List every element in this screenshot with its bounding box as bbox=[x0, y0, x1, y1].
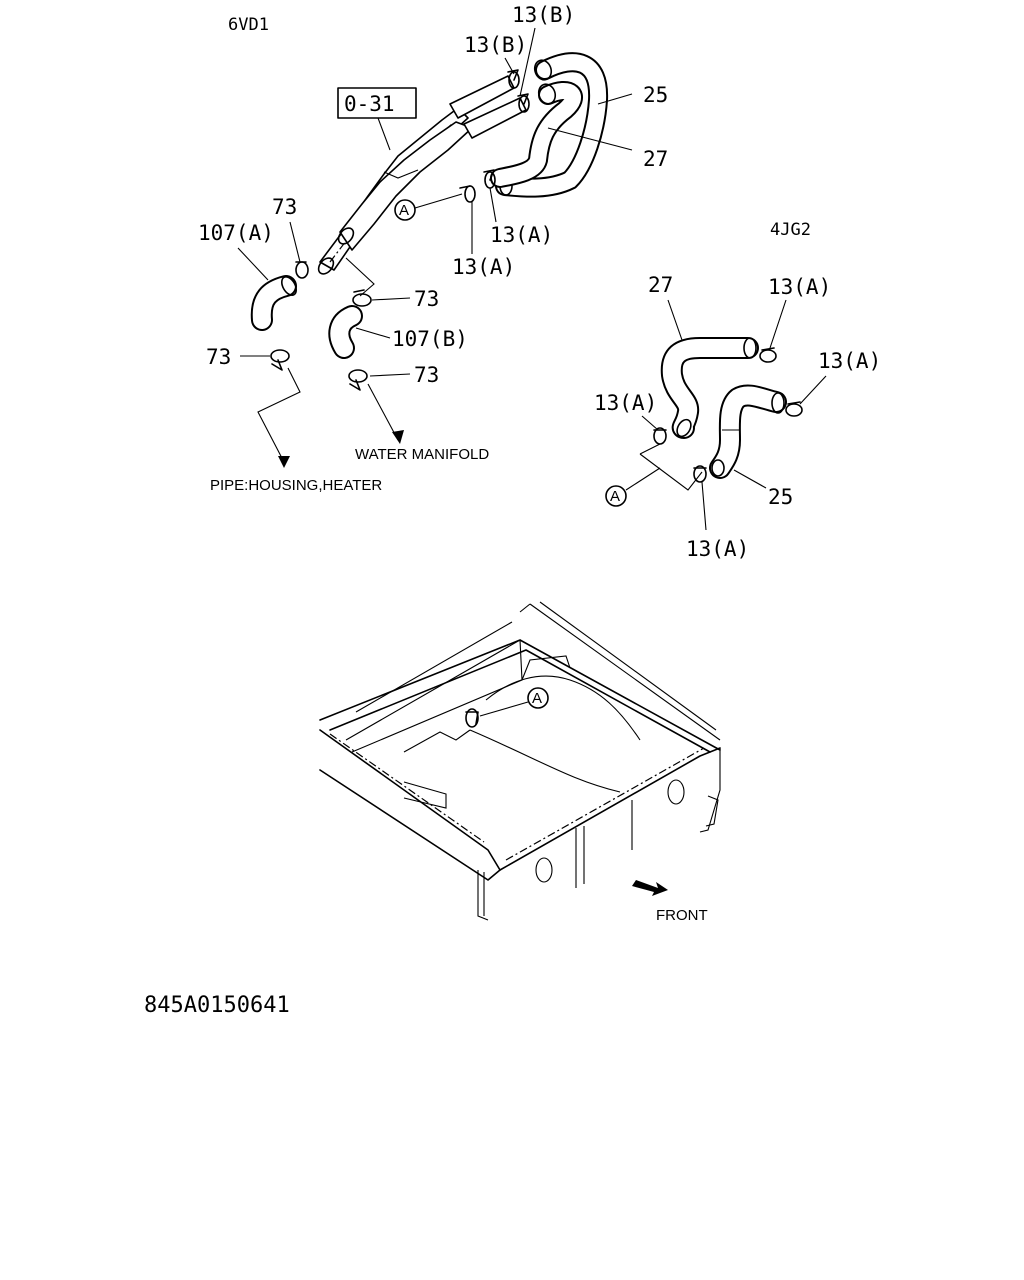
callout-a-circle-1 bbox=[394, 199, 416, 221]
label-73-b: 73 bbox=[414, 287, 439, 311]
leader-25 bbox=[597, 93, 633, 105]
clamp-73-a bbox=[295, 261, 309, 279]
callout-a-circle-2 bbox=[605, 485, 627, 507]
clamp-73-c bbox=[270, 349, 290, 371]
clamp-13b-upper bbox=[507, 69, 520, 89]
leader-13a-1 bbox=[489, 187, 497, 223]
label-73-a: 73 bbox=[272, 195, 297, 219]
clamp-r13a-1 bbox=[759, 347, 777, 363]
hose-25-4jg2 bbox=[709, 384, 787, 479]
leader-73-a bbox=[289, 221, 301, 263]
hose-107a bbox=[250, 275, 298, 331]
hose-27-4jg2 bbox=[660, 337, 759, 439]
callout-a-leader-2 bbox=[625, 467, 661, 491]
label-107a: 107(A) bbox=[198, 221, 274, 245]
callout-a-circle-3 bbox=[527, 687, 549, 709]
leader-r25 bbox=[733, 469, 767, 489]
leader-107a bbox=[237, 247, 269, 281]
engine-label-4jg2: 4JG2 bbox=[770, 220, 811, 240]
drawing-number: 845A0150641 bbox=[144, 993, 290, 1018]
label-r13a-4: 13(A) bbox=[686, 537, 749, 561]
label-r13a-1: 13(A) bbox=[768, 275, 831, 299]
callout-a-letter-1: A bbox=[399, 202, 409, 219]
leader-73-b bbox=[371, 297, 411, 301]
label-front: FRONT bbox=[656, 907, 708, 924]
leader-107b bbox=[355, 327, 391, 339]
leader-r13a-3 bbox=[641, 415, 659, 431]
clamp-73-d bbox=[348, 369, 368, 391]
ref-box bbox=[337, 87, 417, 119]
label-pipe-housing: PIPE:HOUSING,HEATER bbox=[210, 477, 382, 494]
leader-r13a-1 bbox=[769, 299, 787, 349]
label-r13a-2: 13(A) bbox=[818, 349, 881, 373]
label-25: 25 bbox=[643, 83, 668, 107]
label-107b: 107(B) bbox=[392, 327, 468, 351]
leader-r27 bbox=[667, 299, 683, 341]
callout-a-letter-2: A bbox=[610, 488, 620, 505]
clamp-13a-left bbox=[459, 185, 476, 203]
leader-13b-mid bbox=[504, 57, 515, 75]
heater-pipe-pair bbox=[317, 107, 473, 275]
engine-label-6vd1: 6VD1 bbox=[228, 15, 269, 35]
hose-25 bbox=[495, 52, 609, 198]
clamp-r13a-3 bbox=[653, 427, 667, 445]
pipe-link-b bbox=[345, 257, 375, 297]
label-r27: 27 bbox=[648, 273, 673, 297]
water-manifold-arrow bbox=[392, 430, 404, 444]
callout-a-bracket-2 bbox=[639, 443, 703, 491]
leader-73-d bbox=[369, 373, 411, 377]
leader-13b-top bbox=[519, 27, 536, 97]
label-73-c: 73 bbox=[206, 345, 231, 369]
vehicle-frame bbox=[319, 601, 721, 921]
label-13a-2: 13(A) bbox=[452, 255, 515, 279]
label-water-manifold: WATER MANIFOLD bbox=[355, 446, 489, 463]
label-13a-1: 13(A) bbox=[490, 223, 553, 247]
label-r13a-3: 13(A) bbox=[594, 391, 657, 415]
clamp-r13a-4 bbox=[693, 465, 707, 483]
water-manifold-leader bbox=[367, 383, 399, 441]
clamp-13b-lower bbox=[517, 93, 530, 113]
pipe-housing-leader bbox=[257, 367, 301, 463]
ref-box-leader bbox=[377, 117, 391, 151]
clamp-73-b bbox=[352, 289, 372, 307]
label-r25: 25 bbox=[768, 485, 793, 509]
label-27: 27 bbox=[643, 147, 668, 171]
label-73-d: 73 bbox=[414, 363, 439, 387]
pipe-end-lower bbox=[463, 97, 527, 139]
hose-107b bbox=[328, 305, 363, 359]
clamp-r13a-2 bbox=[785, 401, 803, 417]
hose-27 bbox=[490, 81, 583, 188]
ref-box-label: 0-31 bbox=[344, 92, 395, 116]
callout-a-leader-1 bbox=[414, 193, 463, 209]
pipe-housing-arrow bbox=[278, 456, 290, 468]
callout-a-letter-3: A bbox=[532, 690, 542, 707]
leader-27 bbox=[547, 127, 633, 151]
label-13b-top: 13(B) bbox=[512, 3, 575, 27]
callout-a-leader-3 bbox=[479, 701, 529, 717]
leader-r13a-2 bbox=[799, 375, 827, 405]
leader-r13a-4 bbox=[701, 481, 707, 531]
label-13b-mid: 13(B) bbox=[464, 33, 527, 57]
front-arrow-icon bbox=[632, 880, 668, 896]
